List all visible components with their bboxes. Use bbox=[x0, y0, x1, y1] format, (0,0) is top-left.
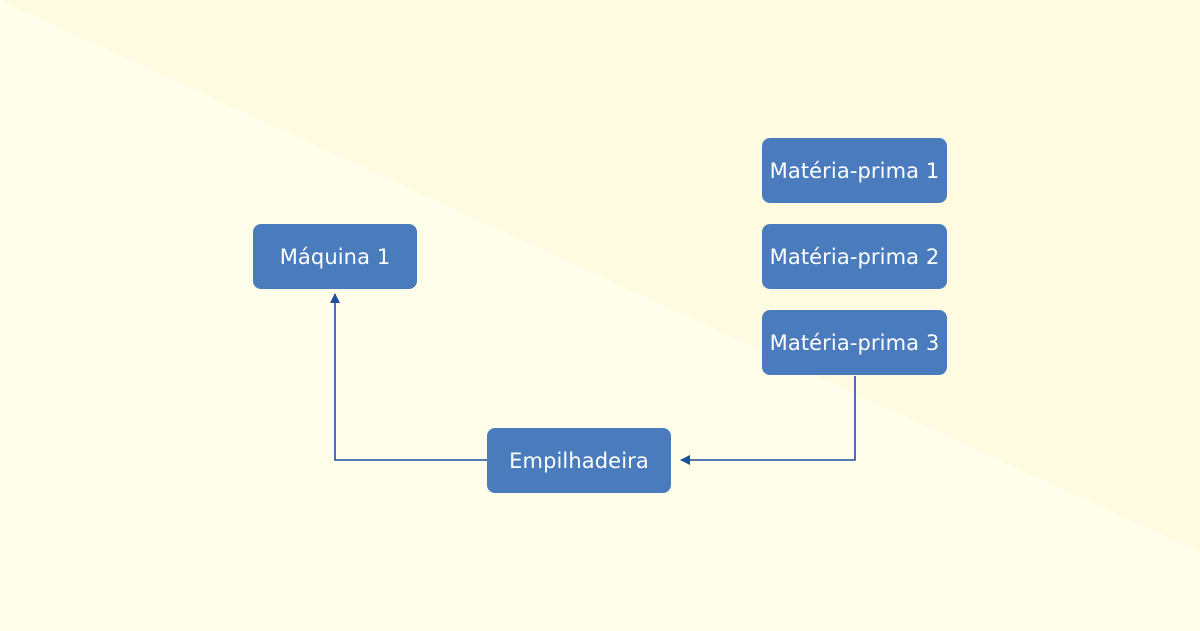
node-materia-prima-2-label: Matéria-prima 2 bbox=[769, 244, 940, 269]
connector-empilhadeira-to-maquina bbox=[330, 293, 487, 461]
node-materia-prima-3[interactable]: Matéria-prima 3 bbox=[762, 310, 947, 375]
node-maquina-1-label: Máquina 1 bbox=[279, 244, 391, 269]
connector-mp3-to-empilhadeira bbox=[680, 376, 856, 465]
node-materia-prima-3-label: Matéria-prima 3 bbox=[769, 330, 940, 355]
node-empilhadeira-label: Empilhadeira bbox=[509, 448, 649, 473]
node-materia-prima-1-label: Matéria-prima 1 bbox=[769, 158, 940, 183]
node-maquina-1[interactable]: Máquina 1 bbox=[253, 224, 417, 289]
node-empilhadeira[interactable]: Empilhadeira bbox=[487, 428, 671, 493]
node-materia-prima-1[interactable]: Matéria-prima 1 bbox=[762, 138, 947, 203]
node-materia-prima-2[interactable]: Matéria-prima 2 bbox=[762, 224, 947, 289]
